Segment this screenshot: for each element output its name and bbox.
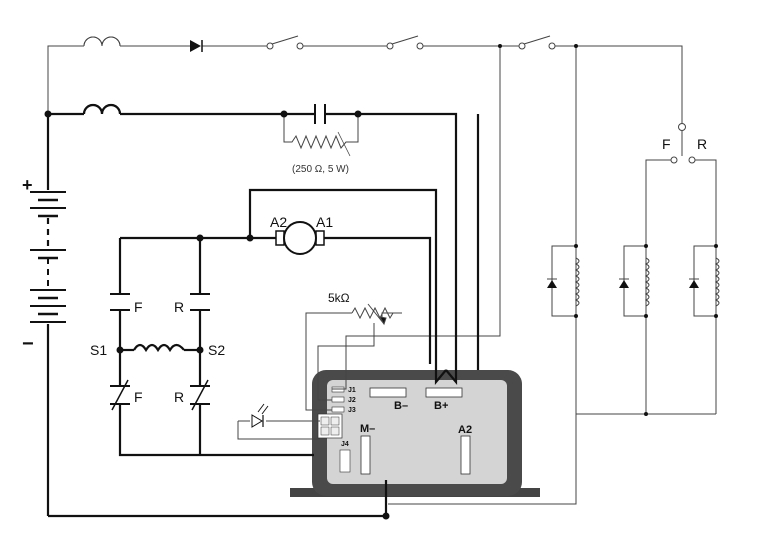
b-plus-terminal-block [425, 387, 463, 398]
terminal-b-minus: B– [394, 400, 408, 412]
keyswitch-2-icon [386, 35, 424, 50]
pin-j1: J1 [348, 387, 356, 394]
precharge-capacitor [314, 104, 326, 124]
contactor-contacts [110, 293, 210, 411]
battery-minus-label: − [22, 333, 34, 355]
throttle-potentiometer [351, 303, 394, 326]
pin-j4: J4 [341, 441, 349, 448]
contact-r-bottom: R [174, 389, 184, 405]
contact-f-top: F [134, 299, 143, 315]
battery-plus-label: + [22, 175, 33, 195]
resistor-note: (250 Ω, 5 W) [292, 164, 349, 175]
power-junctions [44, 110, 390, 520]
precharge-resistor [283, 114, 359, 157]
control-fuse [83, 36, 121, 47]
contact-r-top: R [174, 299, 184, 315]
motor-armature [275, 221, 325, 255]
reverse-contactor-coil [689, 245, 720, 317]
b-minus-terminal-block [369, 387, 407, 398]
keyswitch-1-icon [266, 35, 304, 50]
a2-terminal-block [460, 435, 471, 475]
contact-f-bottom: F [134, 389, 143, 405]
m-minus-terminal-block [360, 435, 371, 475]
main-fuse [83, 104, 121, 115]
switch-label-r: R [697, 136, 707, 152]
pin-j3: J3 [348, 407, 356, 414]
motor-label-a2: A2 [270, 214, 287, 230]
switch-label-f: F [662, 136, 671, 152]
terminal-m-minus: M– [360, 423, 375, 435]
power-wiring [46, 103, 480, 518]
motor-label-a1: A1 [316, 214, 333, 230]
fr-selector-switch-icon [670, 123, 696, 164]
control-wiring [47, 36, 717, 505]
keyswitch-3-icon [518, 35, 556, 50]
terminal-a2: A2 [458, 424, 472, 436]
pot-label: 5kΩ [328, 291, 350, 305]
main-contactor-coil [547, 245, 580, 317]
field-label-s2: S2 [208, 342, 225, 358]
battery-pack [30, 191, 66, 323]
terminal-b-plus: B+ [434, 400, 448, 412]
motor-controller: J1 J2 J3 J4 B– B+ M– A2 [290, 370, 540, 497]
forward-contactor-coil [619, 245, 650, 317]
pin-j2: J2 [348, 397, 356, 404]
field-label-s1: S1 [90, 342, 107, 358]
coil-junctions [498, 44, 718, 416]
status-led-icon [251, 403, 269, 428]
diode-icon [190, 40, 203, 52]
